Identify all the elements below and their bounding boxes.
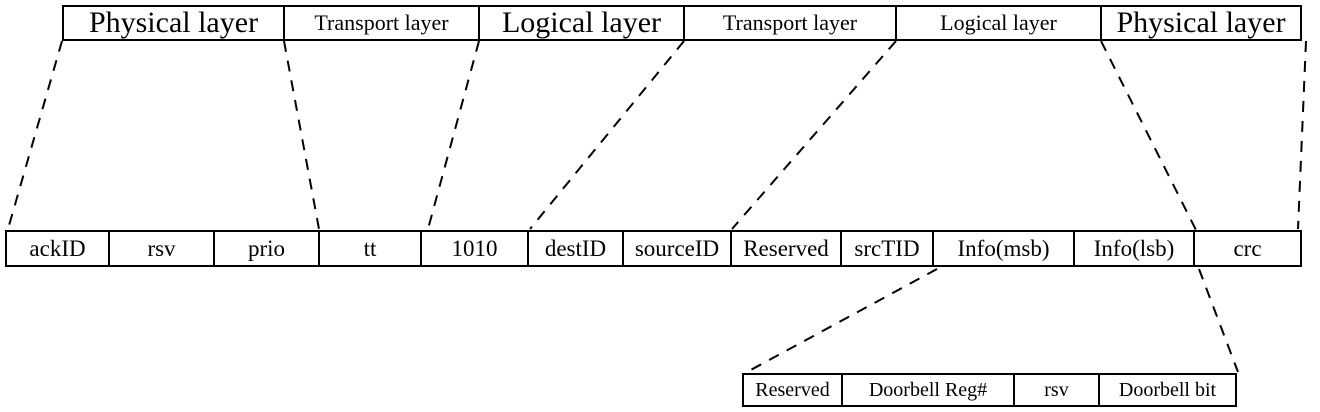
connector-line-info-to-doorbell-left bbox=[746, 268, 938, 373]
packet-field-row: ackID rsv prio tt 1010 destID sourceID R… bbox=[5, 230, 1302, 267]
field-cell-destid: destID bbox=[529, 232, 624, 265]
doorbell-cell-doorbell-reg: Doorbell Reg# bbox=[843, 375, 1015, 405]
field-cell-ackid: ackID bbox=[7, 232, 110, 265]
field-cell-info-msb: Info(msb) bbox=[934, 232, 1075, 265]
layer-cell-physical-right: Physical layer bbox=[1116, 7, 1286, 39]
connector-line-transport-logical-2 bbox=[731, 40, 897, 230]
field-cell-reserved: Reserved bbox=[732, 232, 842, 265]
doorbell-cell-doorbell-bit: Doorbell bit bbox=[1118, 379, 1217, 401]
field-cell-crc: crc bbox=[1233, 236, 1262, 261]
connector-line-logical-transport bbox=[529, 40, 685, 230]
field-cell-sourceid: sourceID bbox=[624, 232, 732, 265]
layer-cell-transport-left: Transport layer bbox=[285, 7, 480, 39]
field-cell-rsv: rsv bbox=[110, 232, 215, 265]
layer-row: Physical layer Transport layer Logical l… bbox=[62, 5, 1302, 41]
layer-cell-logical-left: Logical layer bbox=[480, 7, 685, 39]
connector-line-physical-transport bbox=[283, 40, 320, 230]
connector-line-physical-left-start bbox=[7, 40, 63, 230]
doorbell-cell-rsv: rsv bbox=[1015, 375, 1100, 405]
layer-cell-transport-right: Transport layer bbox=[685, 7, 897, 39]
connector-line-physical-right-end bbox=[1297, 40, 1307, 230]
field-cell-ftype: 1010 bbox=[422, 232, 529, 265]
field-cell-prio: prio bbox=[215, 232, 320, 265]
field-cell-info-lsb: Info(lsb) bbox=[1075, 232, 1195, 265]
layer-cell-physical-left: Physical layer bbox=[64, 7, 285, 39]
doorbell-cell-reserved: Reserved bbox=[744, 375, 843, 405]
field-cell-srctid: srcTID bbox=[842, 232, 934, 265]
doorbell-detail-row: Reserved Doorbell Reg# rsv Doorbell bit bbox=[742, 373, 1237, 407]
layer-cell-logical-right: Logical layer bbox=[897, 7, 1102, 39]
field-cell-tt: tt bbox=[320, 232, 422, 265]
connector-line-logical-physical bbox=[1100, 40, 1197, 231]
connector-line-transport-logical bbox=[427, 40, 480, 230]
connector-line-info-to-doorbell-right bbox=[1198, 268, 1239, 373]
